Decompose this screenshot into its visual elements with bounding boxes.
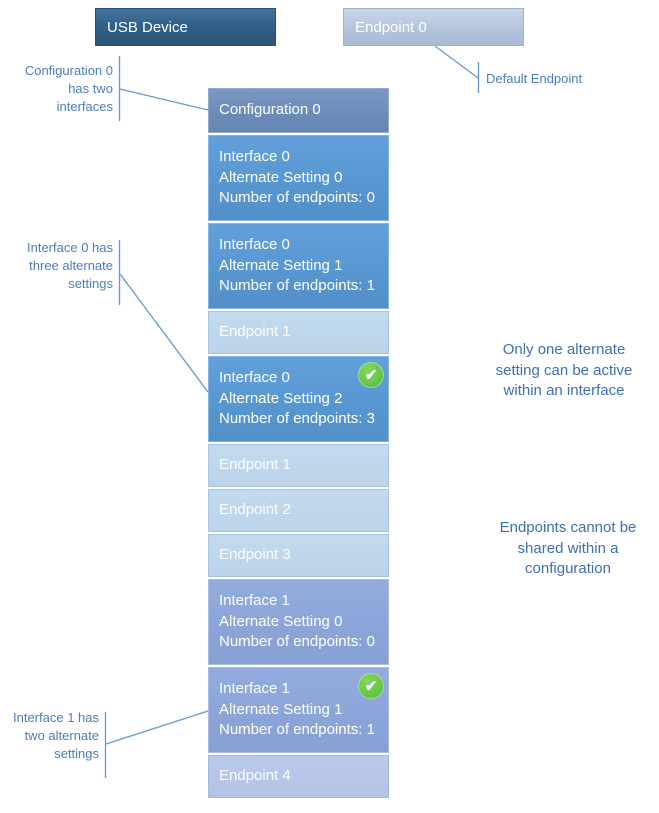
box-label: Alternate Setting 0 [219, 612, 343, 630]
box-label: Endpoint 3 [219, 546, 291, 564]
box-label: Number of endpoints: 1 [219, 277, 375, 295]
callout-configuration-interfaces: Configuration 0 has two interfaces [24, 63, 113, 114]
box-label: Alternate Setting 2 [219, 389, 343, 407]
callout-interface0-settings: Interface 0 has three alternate settings [27, 240, 113, 291]
box-label: Interface 0 [219, 236, 290, 254]
note-alternate-setting-active: Only one alternate setting can be active… [495, 341, 633, 399]
usb-device-label: USB Device [107, 18, 188, 36]
endpoint-0-box: Endpoint 0 [343, 8, 524, 46]
endpoint-4-box: Endpoint 4 [208, 755, 389, 798]
box-label: Interface 0 [219, 369, 290, 387]
interface-0-alt-setting-0-box: Interface 0 Alternate Setting 0 Number of … [208, 135, 389, 221]
box-label: Number of endpoints: 0 [219, 633, 375, 651]
usb-device-box: USB Device [95, 8, 276, 46]
label-default-endpoint: Default Endpoint [486, 71, 583, 86]
box-label: Configuration 0 [219, 101, 321, 119]
interface-1-alt-setting-1-box: Interface 1 Alternate Setting 1 Number of … [208, 667, 389, 753]
box-label: Interface 0 [219, 148, 290, 166]
box-label: Endpoint 2 [219, 501, 291, 519]
config-stack: Configuration 0 Interface 0 Alternate Sett… [208, 88, 389, 800]
box-label: Endpoint 1 [219, 456, 291, 474]
box-label: Number of endpoints: 0 [219, 189, 375, 207]
endpoint-0-label: Endpoint 0 [355, 18, 427, 36]
box-label: Endpoint 1 [219, 323, 291, 341]
box-label: Interface 1 [219, 680, 290, 698]
endpoint-2-box: Endpoint 2 [208, 489, 389, 532]
box-label: Number of endpoints: 1 [219, 721, 375, 739]
endpoint-1-box: Endpoint 1 [208, 444, 389, 487]
box-label: Alternate Setting 0 [219, 168, 343, 186]
box-label: Endpoint 4 [219, 767, 291, 785]
box-label: Number of endpoints: 3 [219, 410, 375, 428]
box-label: Alternate Setting 1 [219, 700, 343, 718]
box-label: Alternate Setting 1 [219, 256, 343, 274]
interface-1-alt-setting-0-box: Interface 1 Alternate Setting 0 Number of … [208, 579, 389, 665]
callout-interface1-settings: Interface 1 has two alternate settings [13, 710, 99, 761]
active-check-icon: ✔ [358, 673, 384, 699]
note-endpoints-not-shared: Endpoints cannot be shared within a conf… [499, 519, 637, 577]
interface-0-alt-setting-1-box: Interface 0 Alternate Setting 1 Number of … [208, 223, 389, 309]
endpoint-3-box: Endpoint 3 [208, 534, 389, 577]
active-check-icon: ✔ [358, 362, 384, 388]
interface-0-alt-setting-2-box: Interface 0 Alternate Setting 2 Number of … [208, 356, 389, 442]
endpoint-1-box: Endpoint 1 [208, 311, 389, 354]
configuration-0-box: Configuration 0 [208, 88, 389, 133]
box-label: Interface 1 [219, 592, 290, 610]
